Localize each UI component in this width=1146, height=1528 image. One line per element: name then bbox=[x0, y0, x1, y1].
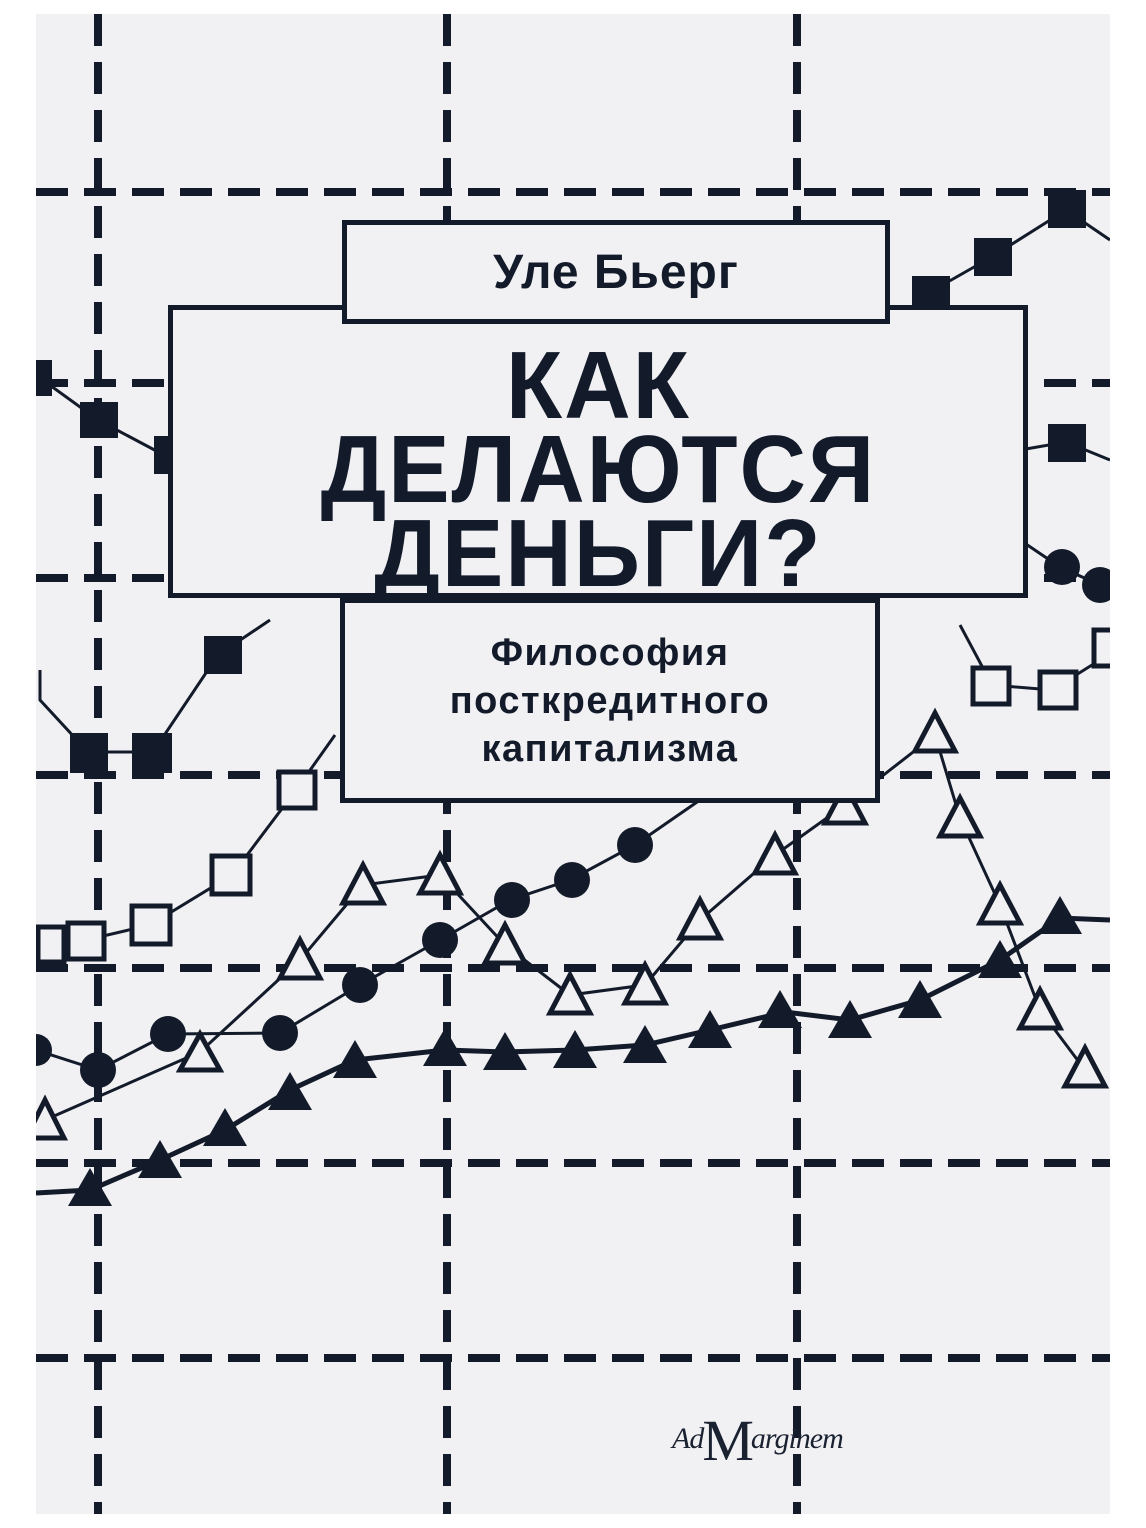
title-line-1: КАК bbox=[505, 331, 691, 439]
publisher-rest: arginem bbox=[750, 1422, 844, 1455]
subtitle-line-2: посткредитного bbox=[449, 679, 771, 722]
author-name: Уле Бьерг bbox=[493, 245, 739, 299]
title-frame: КАК ДЕЛАЮТСЯ ДЕНЬГИ? bbox=[168, 305, 1028, 607]
publisher-prefix: Ad bbox=[672, 1422, 704, 1455]
book-title: КАК ДЕЛАЮТСЯ ДЕНЬГИ? bbox=[320, 308, 876, 607]
publisher-initial: M bbox=[702, 1408, 754, 1473]
subtitle-frame: Философия посткредитного капитализма bbox=[340, 598, 880, 803]
title-line-2: ДЕЛАЮТСЯ bbox=[320, 415, 876, 523]
title-line-3: ДЕНЬГИ? bbox=[373, 499, 823, 607]
author-frame: Уле Бьерг bbox=[342, 220, 890, 324]
series-open-triangles bbox=[44, 732, 1087, 1122]
subtitle-line-1: Философия bbox=[490, 631, 730, 674]
subtitle-line-3: капитализма bbox=[481, 727, 739, 770]
book-subtitle: Философия посткредитного капитализма bbox=[450, 629, 771, 773]
publisher-logo: Ad M arginem bbox=[672, 1395, 844, 1473]
